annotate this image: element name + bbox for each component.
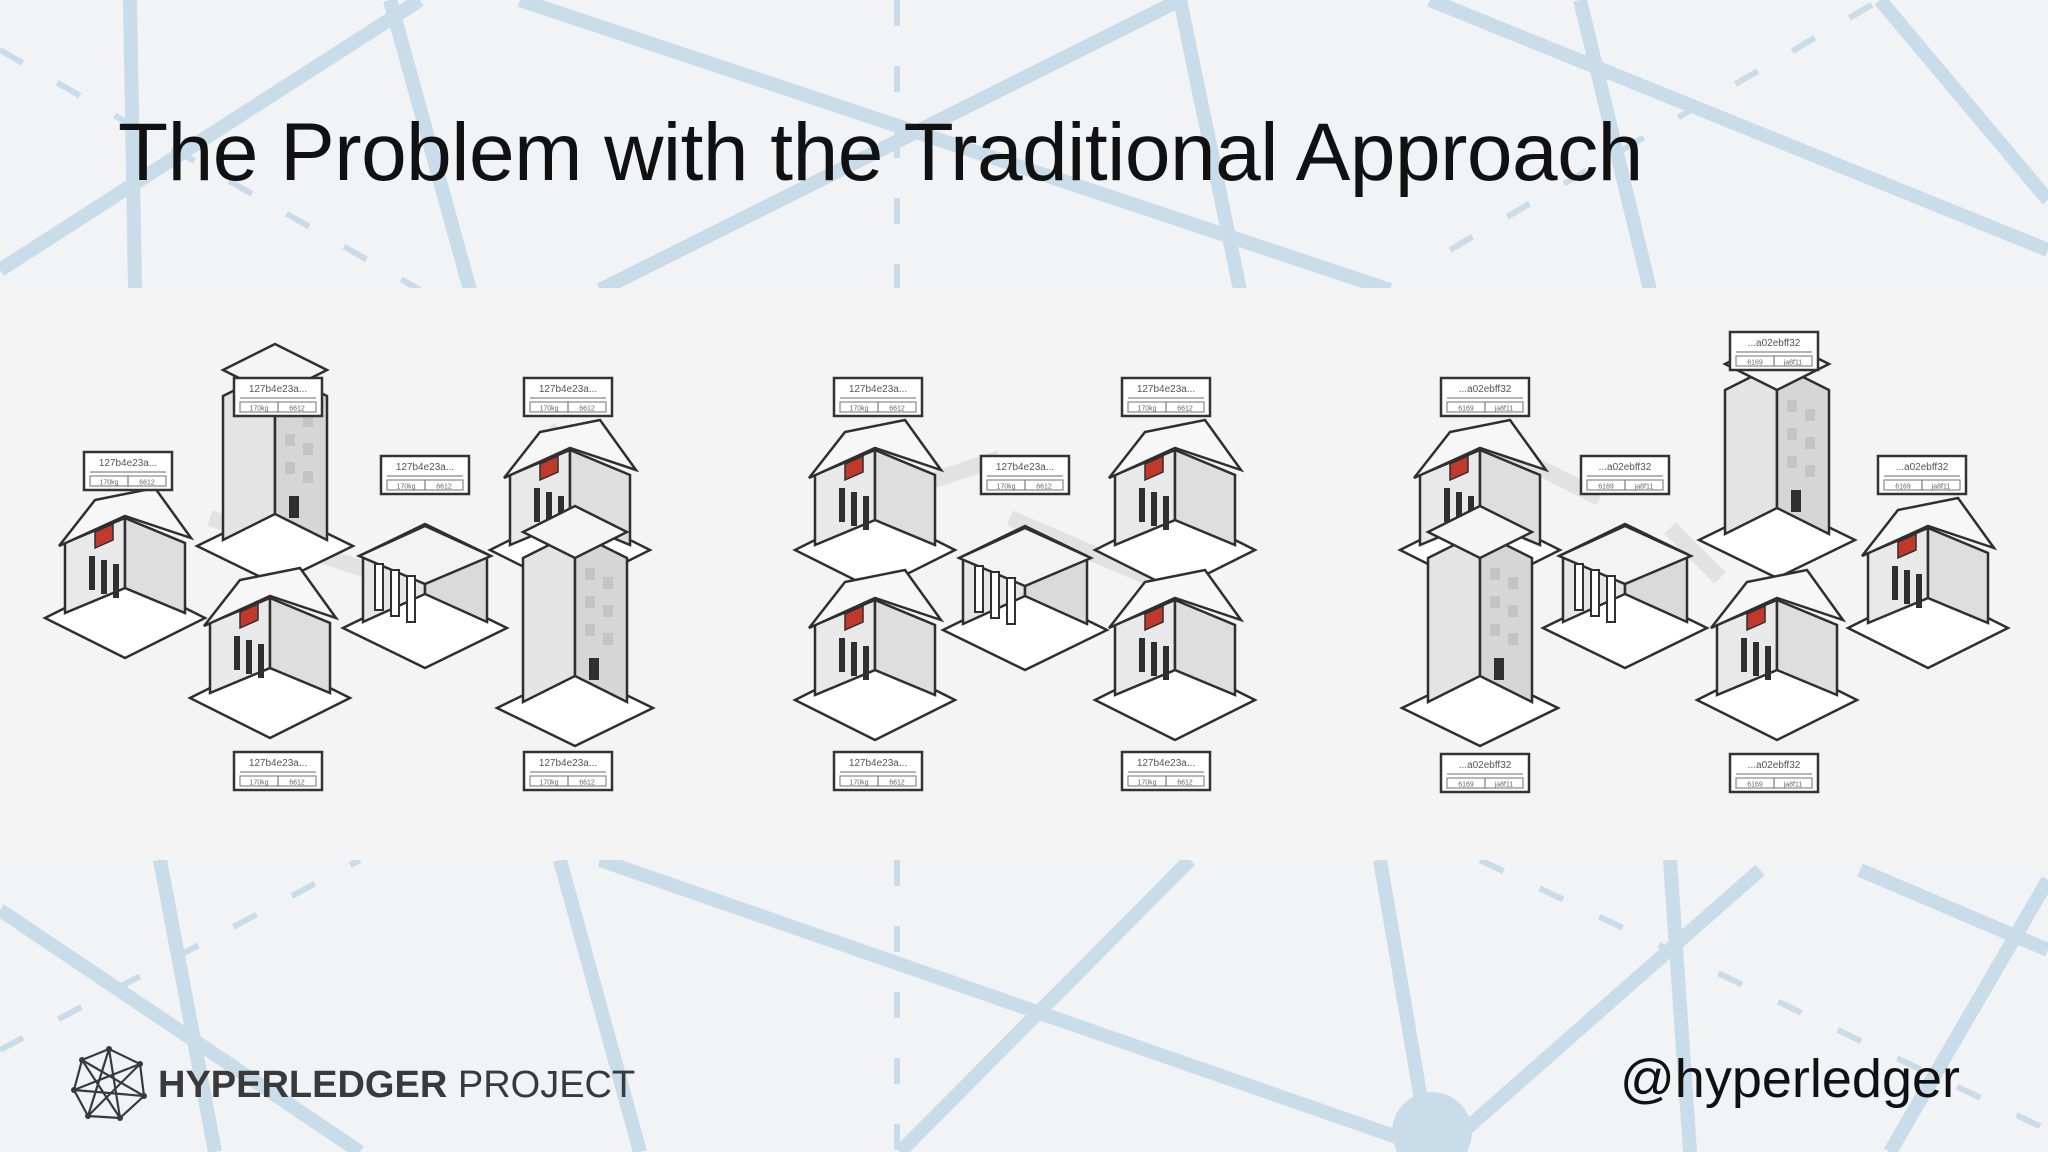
svg-text:...a02ebff32: ...a02ebff32 <box>1896 462 1949 473</box>
ledger-tag: ...a02ebff32 6169 ja8f11 <box>1876 454 1968 496</box>
ledger-tag-value: ja8f11 <box>1634 484 1654 491</box>
svg-text:127b4e23a...: 127b4e23a... <box>99 458 157 469</box>
ledger-tag-value: 6169 <box>1747 360 1763 367</box>
svg-text:127b4e23a...: 127b4e23a... <box>539 384 597 395</box>
ledger-panel-3: ...a02ebff32 6169 ja8f11 ...a02ebff32 616… <box>1398 330 2010 794</box>
svg-text:127b4e23a...: 127b4e23a... <box>539 758 597 769</box>
svg-text:127b4e23a...: 127b4e23a... <box>849 384 907 395</box>
ledger-tag-value: 6612 <box>436 484 452 491</box>
svg-text:127b4e23a...: 127b4e23a... <box>1137 384 1195 395</box>
svg-text:...a02ebff32: ...a02ebff32 <box>1459 760 1512 771</box>
ledger-tag-value: 6612 <box>889 780 905 787</box>
bank-building <box>1093 568 1257 742</box>
ledger-tag: 127b4e23a... 170kg 6612 <box>832 750 924 792</box>
ledger-tag-value: 6612 <box>579 780 595 787</box>
ledger-tag-value: ja8f11 <box>1494 782 1514 789</box>
svg-text:127b4e23a...: 127b4e23a... <box>249 384 307 395</box>
ledger-tag-value: 170kg <box>396 484 415 491</box>
ledger-tag-value: 6612 <box>1177 780 1193 787</box>
ledger-tag-value: 6612 <box>889 406 905 413</box>
ledger-panel-2: 127b4e23a... 170kg 6612 127b4e23a... 170k… <box>793 376 1257 792</box>
svg-text:127b4e23a...: 127b4e23a... <box>249 758 307 769</box>
ledger-tag-value: 170kg <box>539 780 558 787</box>
hyperledger-logo: HYPERLEDGER PROJECT <box>70 1046 635 1122</box>
ledger-tag: ...a02ebff32 6169 ja8f11 <box>1728 752 1820 794</box>
ledger-tag: 127b4e23a... 170kg 6612 <box>1120 750 1212 792</box>
ledger-tag: 127b4e23a... 170kg 6612 <box>82 450 174 492</box>
bank-building <box>1846 496 2010 670</box>
logo-wordmark-bold: HYPERLEDGER <box>158 1064 448 1106</box>
svg-text:127b4e23a...: 127b4e23a... <box>849 758 907 769</box>
logo-wordmark: HYPERLEDGER PROJECT <box>158 1064 635 1107</box>
ledger-tag-value: 170kg <box>99 480 118 487</box>
central-bank-building <box>341 522 509 670</box>
svg-text:...a02ebff32: ...a02ebff32 <box>1459 384 1512 395</box>
ledger-tag: 127b4e23a... 170kg 6612 <box>232 750 324 792</box>
ledger-tag-value: 6169 <box>1895 484 1911 491</box>
bank-building <box>43 486 207 660</box>
svg-text:127b4e23a...: 127b4e23a... <box>1137 758 1195 769</box>
ledger-tag-value: 170kg <box>996 484 1015 491</box>
svg-text:...a02ebff32: ...a02ebff32 <box>1748 760 1801 771</box>
ledger-tag: 127b4e23a... 170kg 6612 <box>1120 376 1212 418</box>
ledger-tag-value: 6169 <box>1458 782 1474 789</box>
office-building <box>1697 336 1857 580</box>
ledger-tag-value: 170kg <box>249 780 268 787</box>
ledger-tag: ...a02ebff32 6169 ja8f11 <box>1439 376 1531 418</box>
ledger-illustration: 127b4e23a... 170kg 6612 127b4e23a... 170k… <box>43 330 2010 794</box>
ledger-tag: ...a02ebff32 6169 ja8f11 <box>1579 454 1671 496</box>
ledger-tag: 127b4e23a... 170kg 6612 <box>232 376 324 418</box>
ledger-tag: ...a02ebff32 6169 ja8f11 <box>1728 330 1820 372</box>
ledger-tag-value: 6612 <box>139 480 155 487</box>
ledger-tag-value: 170kg <box>1137 406 1156 413</box>
hyperledger-network-icon <box>71 1046 147 1121</box>
slide-title: The Problem with the Traditional Approac… <box>118 107 1643 198</box>
illustration-band: 127b4e23a... 170kg 6612 127b4e23a... 170k… <box>0 288 2048 860</box>
ledger-tag: 127b4e23a... 170kg 6612 <box>379 454 471 496</box>
ledger-tag-value: 170kg <box>849 780 868 787</box>
ledger-tag-value: 6612 <box>289 780 305 787</box>
ledger-panel-1: 127b4e23a... 170kg 6612 127b4e23a... 170k… <box>43 342 655 792</box>
ledger-tag-value: 170kg <box>249 406 268 413</box>
ledger-tag-value: 6612 <box>1036 484 1052 491</box>
ledger-tag-value: 6169 <box>1458 406 1474 413</box>
svg-text:...a02ebff32: ...a02ebff32 <box>1748 338 1801 349</box>
ledger-tag: 127b4e23a... 170kg 6612 <box>832 376 924 418</box>
ledger-tag-value: 6169 <box>1598 484 1614 491</box>
ledger-tag-value: ja8f11 <box>1494 406 1514 413</box>
ledger-tag: 127b4e23a... 170kg 6612 <box>979 454 1071 496</box>
ledger-tag-value: 6612 <box>579 406 595 413</box>
ledger-tag-value: 170kg <box>849 406 868 413</box>
ledger-tag-value: 170kg <box>539 406 558 413</box>
ledger-tag-value: ja8f11 <box>1783 782 1803 789</box>
svg-text:127b4e23a...: 127b4e23a... <box>396 462 454 473</box>
svg-text:...a02ebff32: ...a02ebff32 <box>1599 462 1652 473</box>
ledger-tag-value: ja8f11 <box>1931 484 1951 491</box>
twitter-handle: @hyperledger <box>1619 1049 1960 1109</box>
ledger-tag-value: ja8f11 <box>1783 360 1803 367</box>
svg-text:127b4e23a...: 127b4e23a... <box>996 462 1054 473</box>
ledger-tag-value: 6612 <box>289 406 305 413</box>
ledger-tag: 127b4e23a... 170kg 6612 <box>522 376 614 418</box>
ledger-tag-value: 6169 <box>1747 782 1763 789</box>
ledger-tag: 127b4e23a... 170kg 6612 <box>522 750 614 792</box>
bank-building <box>793 568 957 742</box>
ledger-tag-value: 170kg <box>1137 780 1156 787</box>
logo-wordmark-light: PROJECT <box>457 1064 636 1106</box>
ledger-tag: ...a02ebff32 6169 ja8f11 <box>1439 752 1531 794</box>
bank-building <box>188 566 352 740</box>
bank-building <box>1695 568 1859 742</box>
ledger-tag-value: 6612 <box>1177 406 1193 413</box>
bank-building <box>793 418 957 592</box>
